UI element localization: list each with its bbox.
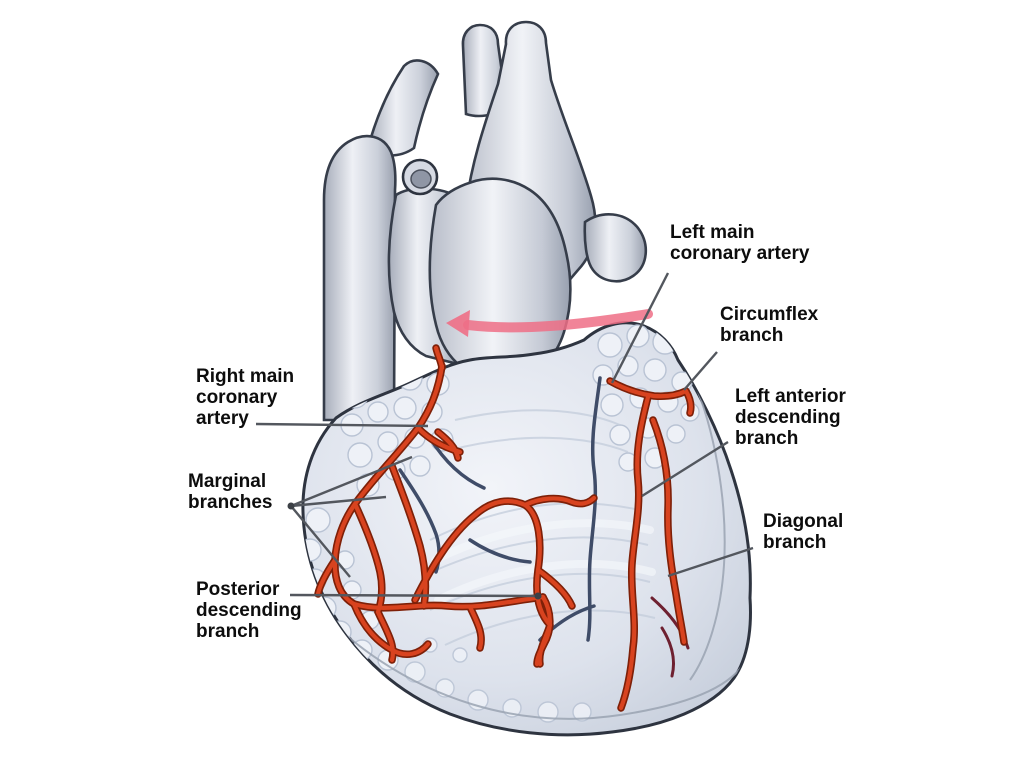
- cardiac-veins: [398, 376, 602, 642]
- label-posterior-descending-branch: Posterior descending branch: [196, 579, 302, 642]
- leader-marginal-fan: [287, 455, 413, 578]
- leader-lines: [255, 272, 754, 600]
- leader-lad: [641, 440, 729, 498]
- leader-diagonal: [667, 546, 754, 578]
- label-marginal-branches: Marginal branches: [188, 471, 273, 513]
- inner-rim-line: [339, 629, 747, 720]
- atrial-texture-right: [592, 324, 700, 472]
- great-vessels: [322, 20, 647, 422]
- label-left-main-coronary-artery: Left main coronary artery: [670, 222, 810, 264]
- leader-left-main: [610, 272, 670, 384]
- label-right-main-coronary-artery: Right main coronary artery: [196, 366, 295, 429]
- leader-circumflex: [683, 351, 718, 391]
- label-left-anterior-descending-branch: Left anterior descending branch: [735, 386, 846, 449]
- flow-arrow-icon: [446, 309, 653, 337]
- leader-posterior: [289, 592, 542, 600]
- label-diagonal-branch: Diagonal branch: [763, 511, 844, 553]
- label-circumflex-branch: Circumflex branch: [720, 304, 819, 346]
- myocardium-striations: [424, 409, 656, 646]
- leader-right-main: [255, 422, 429, 428]
